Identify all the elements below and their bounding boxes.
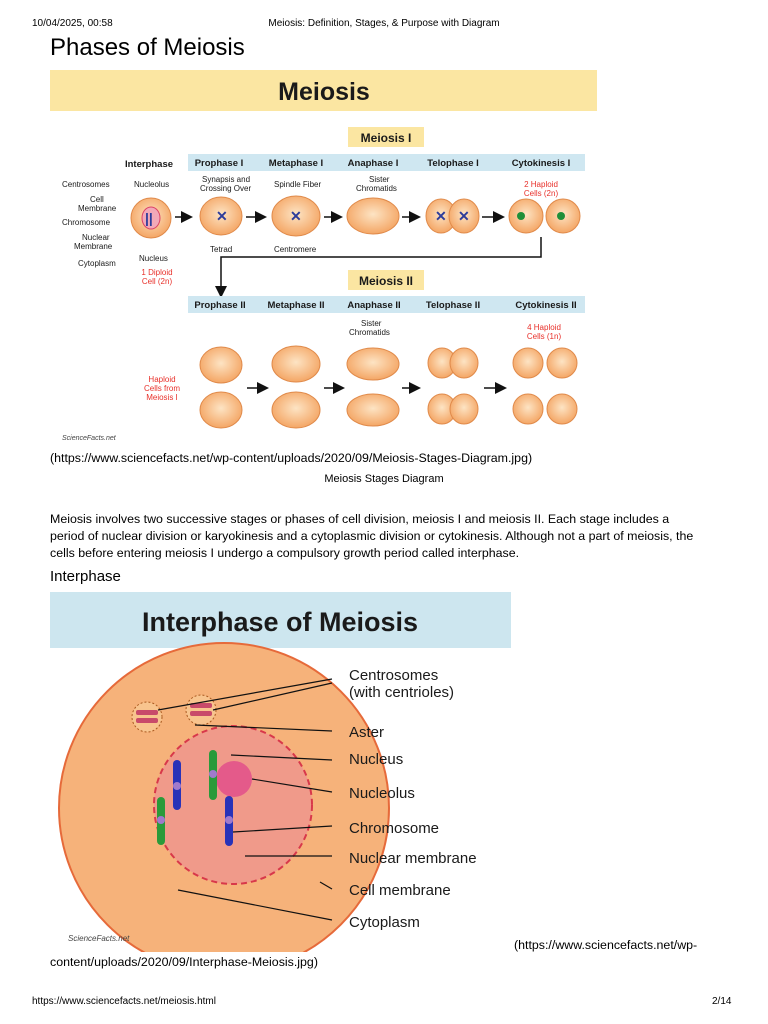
svg-text:Membrane: Membrane (78, 204, 117, 213)
stage-prophase-1: Prophase I (195, 158, 244, 169)
svg-text:2 Haploid: 2 Haploid (524, 180, 558, 189)
svg-text:Spindle Fiber: Spindle Fiber (274, 180, 321, 189)
meiosis-banner-title: Meiosis (278, 78, 370, 106)
svg-text:Cells (1n): Cells (1n) (527, 332, 562, 341)
stage-anaphase-2: Anaphase II (347, 300, 400, 311)
print-datetime: 10/04/2025, 00:58 (32, 18, 113, 29)
svg-text:Cell (2n): Cell (2n) (142, 277, 173, 286)
svg-text:Centromere: Centromere (274, 245, 317, 254)
svg-text:Cytoplasm: Cytoplasm (78, 259, 116, 268)
stage-metaphase-1: Metaphase I (269, 158, 323, 169)
label-centrioles: (with centrioles) (349, 684, 454, 701)
svg-text:✕: ✕ (290, 208, 302, 224)
figure1-source-link[interactable]: (https://www.sciencefacts.net/wp-content… (50, 451, 533, 465)
svg-text:Nuclear: Nuclear (82, 233, 110, 242)
svg-text:Cell: Cell (90, 195, 104, 204)
svg-text:Synapsis and: Synapsis and (202, 175, 250, 184)
svg-text:Meiosis I: Meiosis I (146, 393, 178, 402)
svg-text:✕: ✕ (435, 208, 447, 224)
stage-telophase-2: Telophase II (426, 300, 480, 311)
sciencefacts-logo: ScienceFacts.net (62, 435, 117, 442)
meiosis-banner (50, 70, 597, 111)
meiosis-stages-diagram: Meiosis Meiosis I Interphase Prophase I … (50, 70, 597, 442)
label-centrosomes: Centrosomes (349, 667, 438, 684)
paragraph-line-1: Meiosis involves two successive stages o… (50, 512, 670, 526)
svg-text:Cells from: Cells from (144, 384, 180, 393)
section-title: Phases of Meiosis (50, 34, 245, 61)
paragraph-line-3: cells before entering meiosis I undergo … (50, 546, 520, 560)
label-aster: Aster (349, 724, 384, 741)
svg-text:4 Haploid: 4 Haploid (527, 323, 561, 332)
svg-text:Centrosomes: Centrosomes (62, 180, 110, 189)
stage-telophase-1: Telophase I (427, 158, 479, 169)
meiosis-2-badge (348, 270, 424, 290)
svg-text:||: || (145, 210, 153, 226)
stage-cytokinesis-2: Cytokinesis II (515, 300, 576, 311)
label-cell-membrane: Cell membrane (349, 882, 451, 899)
svg-text:Chromatids: Chromatids (349, 328, 390, 337)
label-nuclear-membrane: Nuclear membrane (349, 850, 477, 867)
svg-text:Meiosis II: Meiosis II (359, 274, 413, 288)
print-page-number: 2/14 (712, 996, 732, 1007)
figure2-source-line2[interactable]: content/uploads/2020/09/Interphase-Meios… (50, 955, 318, 969)
stage-cytokinesis-1: Cytokinesis I (512, 158, 571, 169)
chromosomes (157, 750, 233, 846)
print-page-title: Meiosis: Definition, Stages, & Purpose w… (268, 18, 500, 29)
centrosomes (131, 694, 217, 733)
stage-anaphase-1: Anaphase I (348, 158, 399, 169)
svg-text:Meiosis I: Meiosis I (361, 131, 412, 145)
svg-text:Chromatids: Chromatids (356, 184, 397, 193)
svg-text:Membrane: Membrane (74, 242, 113, 251)
svg-text:Nucleolus: Nucleolus (134, 180, 169, 189)
stage-metaphase-2: Metaphase II (267, 300, 324, 311)
interphase-banner (50, 592, 511, 648)
svg-text:Tetrad: Tetrad (210, 245, 232, 254)
label-chromosome: Chromosome (349, 820, 439, 837)
label-nucleus: Nucleus (349, 751, 403, 768)
label-cytoplasm: Cytoplasm (349, 914, 420, 931)
svg-text:✕: ✕ (216, 208, 228, 224)
svg-text:Nucleus: Nucleus (139, 254, 168, 263)
svg-text:Crossing Over: Crossing Over (200, 184, 251, 193)
svg-text:✕: ✕ (458, 208, 470, 224)
interphase-diagram: Interphase of Meiosis Centrosomes (50, 592, 511, 952)
figure2-source-line1[interactable]: (https://www.sciencefacts.net/wp- (514, 938, 698, 952)
stage-prophase-2: Prophase II (194, 300, 245, 311)
interphase-heading: Interphase (50, 568, 121, 585)
nucleolus-shape (216, 761, 252, 797)
svg-text:1 Diploid: 1 Diploid (141, 268, 172, 277)
paragraph-line-2: period of nuclear division or karyokines… (50, 529, 694, 543)
svg-text:Haploid: Haploid (148, 375, 175, 384)
svg-text:Sister: Sister (361, 319, 382, 328)
interphase-banner-title: Interphase of Meiosis (142, 607, 418, 637)
figure1-caption: Meiosis Stages Diagram (324, 473, 444, 485)
meiosis-1-badge (348, 127, 424, 147)
svg-text:Cells (2n): Cells (2n) (524, 189, 559, 198)
svg-text:Chromosome: Chromosome (62, 218, 111, 227)
print-footer-url: https://www.sciencefacts.net/meiosis.htm… (32, 996, 216, 1007)
sciencefacts-logo-2: ScienceFacts.net (68, 934, 130, 943)
label-nucleolus: Nucleolus (349, 785, 415, 802)
svg-text:Sister: Sister (369, 175, 390, 184)
stage-interphase: Interphase (125, 159, 173, 170)
